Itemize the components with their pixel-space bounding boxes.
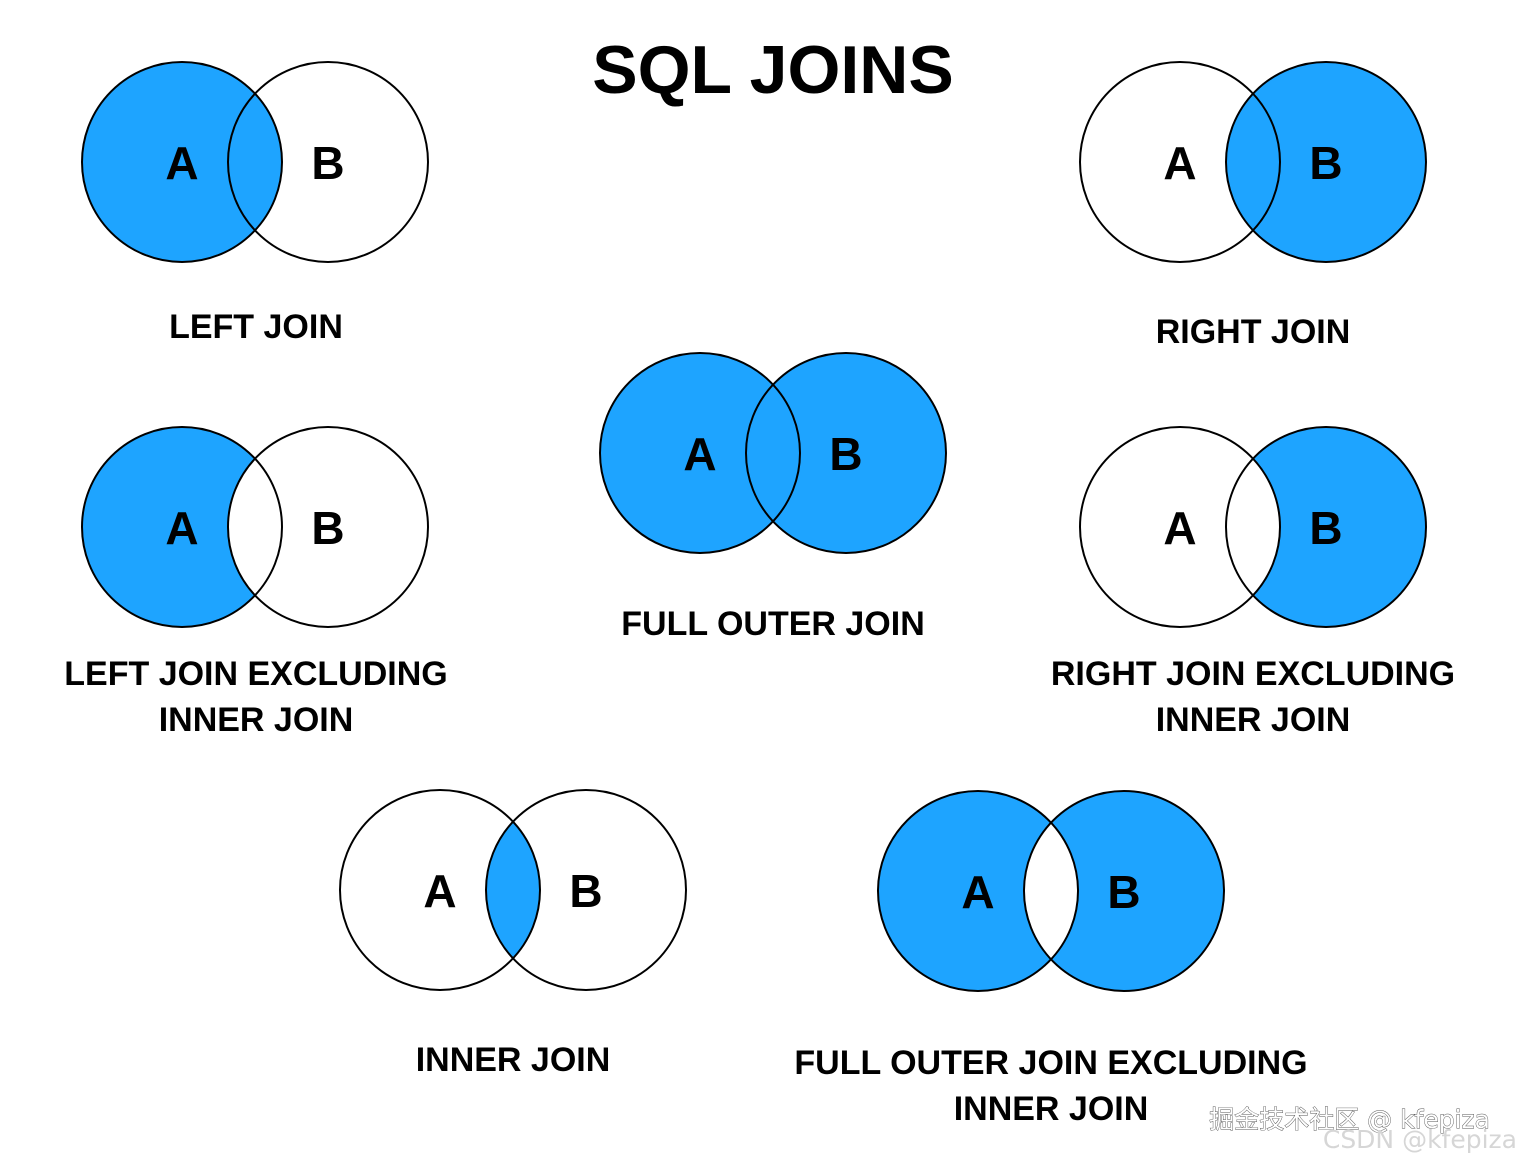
region-overlap <box>486 821 540 959</box>
circle-b-outline <box>227 426 429 628</box>
set-label-a: A <box>961 866 994 918</box>
region-b-only <box>773 352 947 553</box>
join-label-left-join-excluding-inner-join-line-2: INNER JOIN <box>159 701 354 739</box>
region-overlap <box>1024 822 1078 960</box>
join-label-right-join: RIGHT JOIN <box>1156 313 1351 351</box>
circle-b-outline <box>1023 790 1225 992</box>
set-label-b: B <box>829 428 862 480</box>
set-label-b: B <box>1309 502 1342 554</box>
region-overlap <box>1226 93 1280 231</box>
set-label-a: A <box>165 502 198 554</box>
region-a-only <box>600 352 773 553</box>
set-label-a: A <box>1163 502 1196 554</box>
region-overlap <box>745 384 800 522</box>
circle-b-outline <box>1225 426 1427 628</box>
region-overlap <box>227 458 283 596</box>
set-label-b: B <box>311 502 344 554</box>
region-b-only <box>255 427 428 627</box>
set-label-a: A <box>1163 137 1196 189</box>
circle-a-outline <box>1079 61 1281 263</box>
join-label-inner-join: INNER JOIN <box>416 1041 611 1079</box>
circle-a-outline <box>599 352 801 554</box>
circle-b-outline <box>745 352 947 554</box>
region-a-only <box>877 790 1051 991</box>
join-label-full-outer-join: FULL OUTER JOIN <box>621 605 925 643</box>
venn-right-join: A B RIGHT JOIN <box>1079 61 1427 351</box>
venn-full-outer-join: A B FULL OUTER JOIN <box>599 352 947 643</box>
diagrams-layer: A B LEFT JOIN A B RIGHT JOIN A B FULL OUTER JOIN… <box>64 61 1455 1128</box>
set-label-b: B <box>1107 866 1140 918</box>
set-label-a: A <box>165 137 198 189</box>
page-title: SQL JOINS <box>592 32 954 108</box>
join-label-right-join-excluding-inner-join-line-2: INNER JOIN <box>1156 701 1351 739</box>
set-label-b: B <box>1309 137 1342 189</box>
region-b-only <box>1253 427 1426 627</box>
circle-a-outline <box>1079 426 1281 628</box>
region-overlap <box>1226 458 1280 596</box>
circle-b-outline <box>1225 61 1427 263</box>
watermark-csdn: CSDN @kfepiza <box>1323 1125 1517 1154</box>
join-label-right-join-excluding-inner-join-line-1: RIGHT JOIN EXCLUDING <box>1051 655 1455 693</box>
region-b-only <box>1253 61 1426 262</box>
venn-left-join: A B LEFT JOIN <box>81 61 429 346</box>
region-a-only <box>82 426 255 627</box>
circle-a-outline <box>81 426 283 628</box>
circle-a-outline <box>81 61 283 263</box>
region-b-only <box>1051 790 1225 991</box>
join-label-left-join-excluding-inner-join-line-1: LEFT JOIN EXCLUDING <box>64 655 447 693</box>
circle-b-outline <box>227 61 429 263</box>
venn-full-outer-join-excluding-inner-join: A B FULL OUTER JOIN EXCLUDING INNER JOIN <box>794 790 1308 1128</box>
circle-a-outline <box>877 790 1079 992</box>
set-label-b: B <box>569 865 602 917</box>
circle-a-outline <box>339 789 541 991</box>
region-b-only <box>255 61 428 262</box>
region-a-only <box>81 61 255 263</box>
circle-b-outline <box>485 789 687 991</box>
region-a-only <box>1079 61 1253 262</box>
watermark-juejin: 掘金技术社区 @ kfepiza <box>1209 1105 1490 1134</box>
region-a-only <box>1080 427 1253 627</box>
set-label-a: A <box>683 428 716 480</box>
set-label-b: B <box>311 137 344 189</box>
set-label-a: A <box>423 865 456 917</box>
venn-right-join-excluding-inner-join: A B RIGHT JOIN EXCLUDING INNER JOIN <box>1051 426 1455 739</box>
region-b-only <box>513 790 686 990</box>
join-label-full-outer-join-excluding-inner-join-line-1: FULL OUTER JOIN EXCLUDING <box>794 1044 1307 1082</box>
venn-inner-join: A B INNER JOIN <box>339 789 687 1079</box>
join-label-left-join: LEFT JOIN <box>169 308 343 346</box>
region-overlap <box>228 93 282 231</box>
join-label-full-outer-join-excluding-inner-join-line-2: INNER JOIN <box>954 1090 1149 1128</box>
venn-left-join-excluding-inner-join: A B LEFT JOIN EXCLUDING INNER JOIN <box>64 426 448 739</box>
region-a-only <box>340 789 513 990</box>
